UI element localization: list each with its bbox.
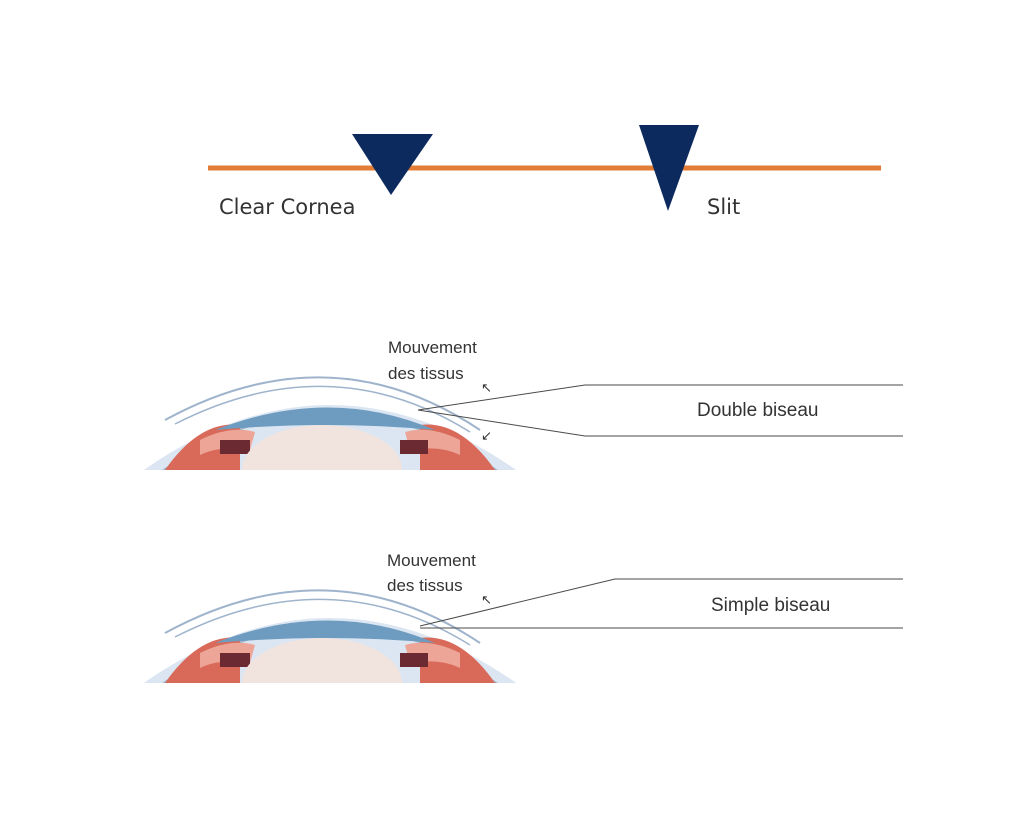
- movement-label-line1: Mouvement: [387, 551, 476, 570]
- up-left-arrow-icon: ↖: [481, 381, 492, 396]
- slit-label: Slit: [707, 195, 740, 219]
- movement-label-line2: des tissus: [387, 576, 463, 595]
- leader-line-upper: [417, 384, 903, 411]
- leader-line-upper: [419, 578, 903, 627]
- up-left-arrow-icon: ↖: [481, 593, 492, 608]
- eye-panel-simple: Mouvement des tissus ↖ Simple biseau: [143, 551, 903, 683]
- eye-cross-section-2: [143, 589, 517, 683]
- eye-cross-section-1: [143, 376, 517, 470]
- double-bevel-callout: Double biseau: [697, 400, 818, 421]
- eye-panel-double: Mouvement des tissus ↖ ↙ Double biseau: [143, 338, 903, 470]
- clear-cornea-blade-icon: [352, 134, 433, 195]
- movement-label-line2: des tissus: [388, 364, 464, 383]
- leader-line-lower: [417, 409, 903, 437]
- simple-bevel-callout: Simple biseau: [711, 595, 830, 616]
- down-left-arrow-icon: ↙: [481, 429, 492, 444]
- movement-label-line1: Mouvement: [388, 338, 477, 357]
- slit-blade-icon: [639, 125, 699, 211]
- clear-cornea-label: Clear Cornea: [219, 195, 355, 219]
- top-panel: Clear Cornea Slit: [208, 125, 881, 219]
